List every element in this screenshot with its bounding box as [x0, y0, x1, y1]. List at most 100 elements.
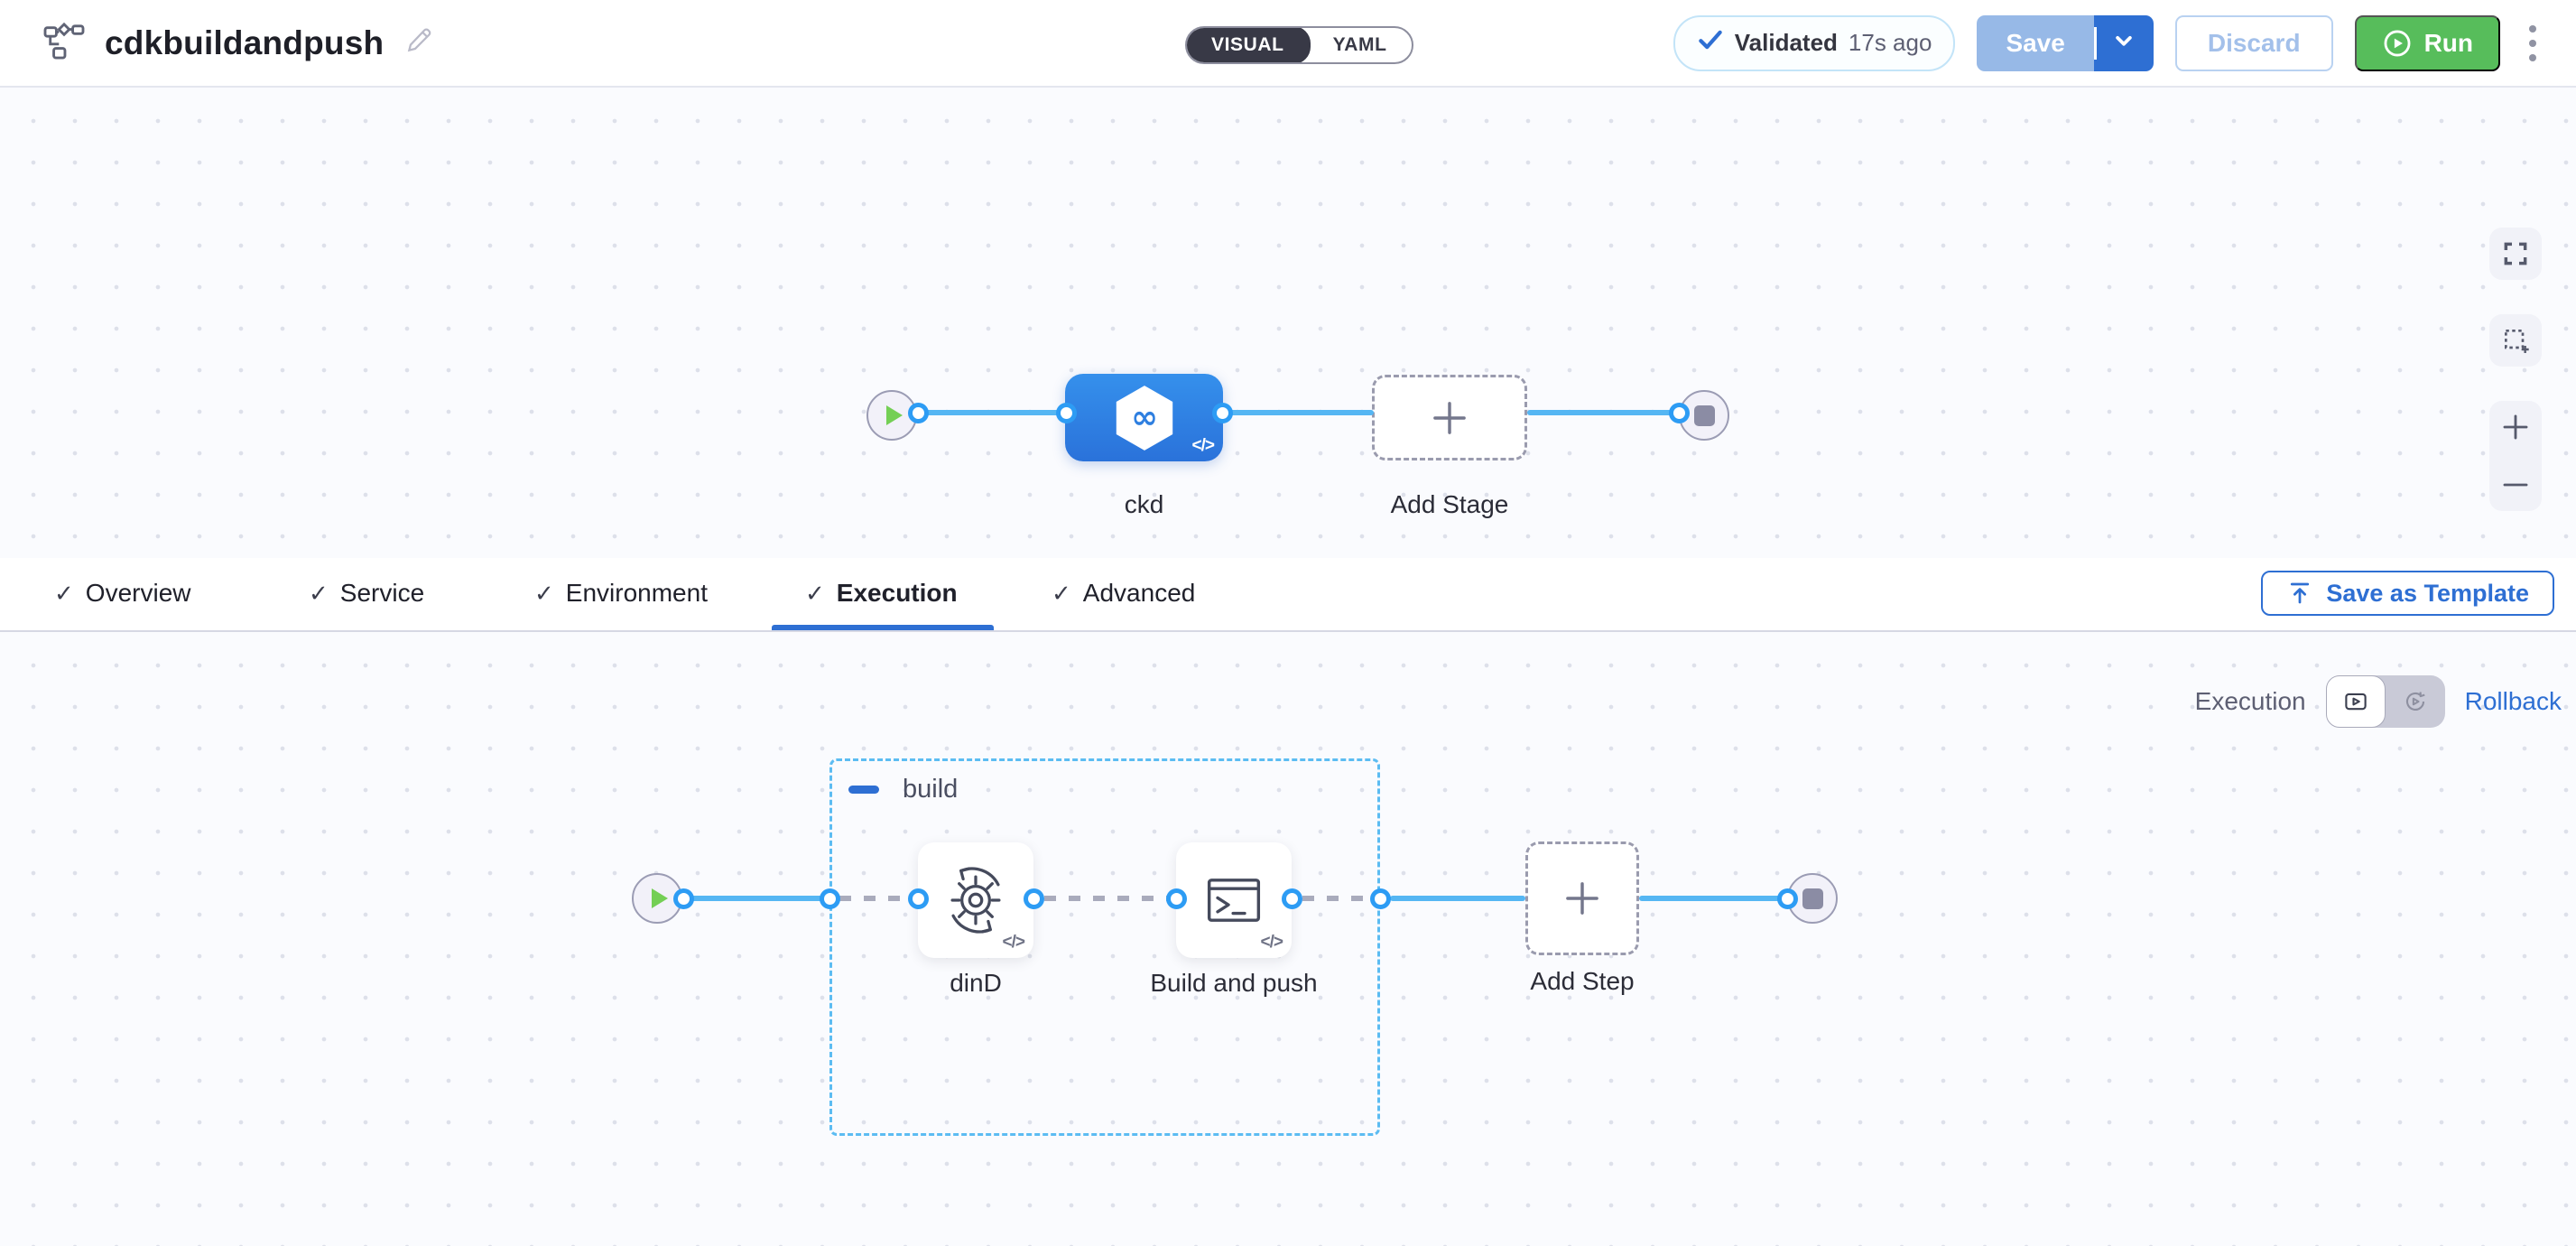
run-label: Run — [2423, 28, 2473, 57]
discard-button[interactable]: Discard — [2174, 14, 2333, 71]
save-dropdown-button[interactable] — [2093, 14, 2154, 71]
connector-line — [1527, 410, 1681, 415]
tab-overview[interactable]: ✓ Overview — [54, 579, 191, 607]
add-stage-button[interactable] — [1372, 375, 1527, 460]
stage-tab-bar: ✓ Overview ✓ Service ✓ Environment ✓ Exe… — [0, 558, 2576, 632]
yaml-toggle[interactable]: YAML — [1332, 34, 1387, 55]
connector-port[interactable] — [1056, 403, 1077, 423]
play-icon — [651, 888, 669, 909]
zoom-out-button[interactable] — [2500, 470, 2531, 500]
play-icon — [885, 404, 903, 426]
connector-port[interactable] — [908, 403, 929, 423]
tab-check-icon: ✓ — [1052, 579, 1071, 607]
connector-port[interactable] — [1166, 888, 1187, 909]
terminal-icon — [1197, 863, 1271, 937]
svg-text:∞: ∞ — [1131, 398, 1158, 435]
tab-check-icon: ✓ — [309, 579, 329, 607]
save-button[interactable]: Save — [1977, 14, 2094, 71]
chevron-down-icon — [2110, 27, 2137, 59]
marquee-select-button[interactable] — [2489, 314, 2542, 367]
edit-pencil-icon[interactable] — [403, 25, 434, 60]
step-name-label: dinD — [950, 969, 1002, 997]
visual-yaml-toggle: VISUAL YAML — [1185, 26, 1413, 64]
rollback-phase-button[interactable] — [2386, 675, 2445, 728]
execution-phase-button[interactable] — [2325, 675, 2386, 728]
plus-icon — [1429, 397, 1470, 439]
tab-check-icon: ✓ — [54, 579, 74, 607]
validated-label: Validated — [1734, 29, 1838, 56]
step-name-label: Build and push — [1150, 969, 1318, 997]
tab-check-icon: ✓ — [805, 579, 825, 607]
execution-phase-icon — [2342, 688, 2369, 715]
connector-port[interactable] — [1370, 888, 1391, 909]
execution-rollback-row: Execution Rol — [2195, 675, 2562, 728]
connector-line — [917, 410, 1068, 415]
step-group-build[interactable] — [829, 758, 1380, 1136]
connector-line — [1222, 410, 1374, 415]
collapse-minus-icon[interactable] — [848, 786, 879, 794]
top-header: cdkbuildandpush VISUAL YAML Validated 17… — [0, 0, 2576, 88]
connector-port[interactable] — [1282, 888, 1302, 909]
step-group-header: build — [848, 775, 958, 804]
active-tab-underline — [772, 625, 994, 630]
connector-line — [1639, 896, 1787, 901]
execution-canvas: Execution Rol — [0, 632, 2576, 1246]
step-group-name: build — [903, 775, 959, 804]
page-title: cdkbuildandpush — [105, 23, 385, 61]
tab-environment[interactable]: ✓ Environment — [534, 579, 708, 607]
plus-icon — [1561, 878, 1603, 919]
zoom-controls — [2489, 401, 2542, 511]
code-badge: </> — [1002, 933, 1026, 952]
code-badge: </> — [1260, 933, 1284, 952]
connector-port[interactable] — [1024, 888, 1044, 909]
add-stage-label: Add Stage — [1390, 490, 1509, 518]
execution-mode-label: Execution — [2194, 687, 2306, 715]
code-badge: </> — [1191, 436, 1216, 455]
validated-time: 17s ago — [1848, 29, 1932, 56]
check-icon — [1697, 26, 1724, 60]
connector-port[interactable] — [908, 888, 929, 909]
stop-icon — [1693, 404, 1715, 426]
visual-toggle[interactable]: VISUAL — [1186, 28, 1311, 62]
ci-stage-icon: ∞ — [1109, 383, 1180, 453]
connector-port[interactable] — [820, 888, 840, 909]
phase-toggle — [2325, 675, 2445, 728]
pipeline-icon — [43, 22, 85, 64]
stage-name-label: ckd — [1124, 490, 1164, 518]
rollback-phase-icon — [2402, 688, 2429, 715]
header-title-group: cdkbuildandpush — [43, 0, 434, 86]
kebab-menu-icon[interactable] — [2522, 20, 2544, 67]
step-node-build-and-push[interactable]: </> — [1176, 842, 1292, 958]
marquee-select-icon — [2501, 326, 2530, 355]
save-split-button: Save — [1977, 14, 2154, 71]
connector-port[interactable] — [1669, 403, 1690, 423]
connector-line — [1390, 896, 1525, 901]
zoom-in-button[interactable] — [2500, 412, 2531, 442]
step-node-dind[interactable]: </> — [918, 842, 1033, 958]
dashed-connector-line — [1302, 896, 1370, 901]
add-step-button[interactable] — [1525, 842, 1639, 955]
connector-line — [683, 896, 830, 901]
validated-badge[interactable]: Validated 17s ago — [1673, 14, 1956, 71]
tab-service[interactable]: ✓ Service — [309, 579, 425, 607]
header-actions: Validated 17s ago Save Discard — [1673, 0, 2544, 86]
save-as-template-button[interactable]: Save as Template — [2261, 571, 2554, 616]
dashed-connector-line — [1044, 896, 1176, 901]
connector-port[interactable] — [1777, 888, 1798, 909]
stage-node-ckd[interactable]: ∞ </> — [1065, 374, 1223, 461]
add-step-label: Add Step — [1530, 967, 1635, 995]
run-button[interactable]: Run — [2354, 14, 2500, 71]
stop-icon — [1802, 888, 1823, 909]
play-circle-icon — [2382, 28, 2413, 59]
connector-port[interactable] — [673, 888, 694, 909]
connector-port[interactable] — [1212, 403, 1233, 423]
fullscreen-button[interactable] — [2489, 228, 2542, 280]
save-separator — [2093, 26, 2097, 60]
rollback-link[interactable]: Rollback — [2464, 687, 2562, 715]
tab-advanced[interactable]: ✓ Advanced — [1052, 579, 1196, 607]
gear-sync-icon — [934, 859, 1017, 942]
tab-execution[interactable]: ✓ Execution — [805, 579, 958, 607]
tab-check-icon: ✓ — [534, 579, 554, 607]
upload-icon — [2286, 580, 2313, 607]
stage-canvas: ∞ </> ckd Add Stage — [0, 88, 2576, 558]
